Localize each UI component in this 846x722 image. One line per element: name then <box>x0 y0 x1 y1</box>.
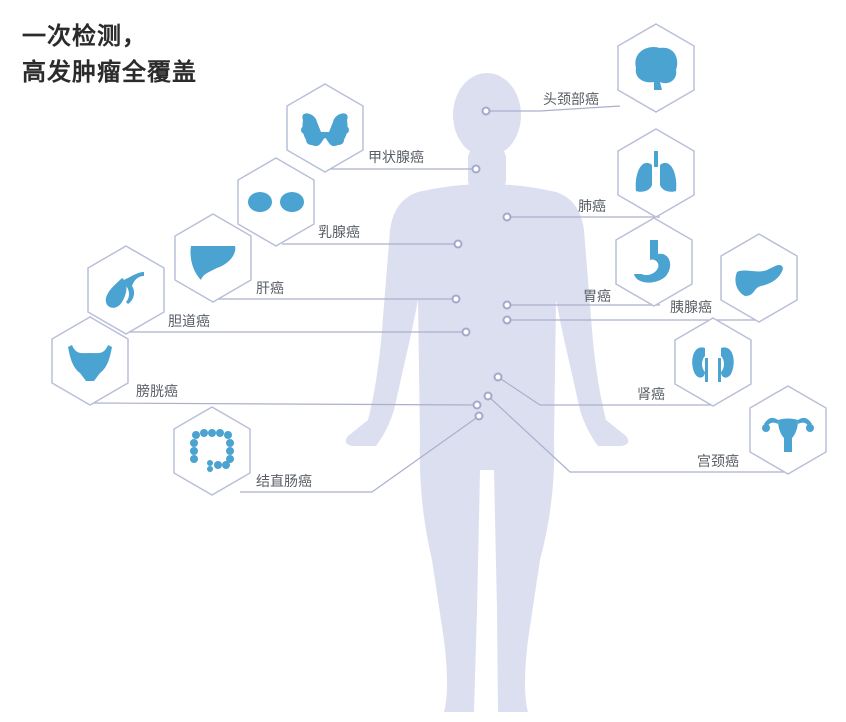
label-breast-cancer: 乳腺癌 <box>318 225 360 241</box>
breast-icon <box>248 192 304 212</box>
connector-cervix <box>487 395 790 473</box>
connector-bladder <box>91 402 478 406</box>
pancreas-icon <box>735 264 783 296</box>
hex-badge-colon <box>173 406 251 496</box>
connector-head-neck <box>486 105 621 112</box>
dot-colon <box>474 411 484 421</box>
hex-badge-kidney <box>674 317 752 407</box>
dot-thyroid <box>471 164 481 174</box>
connector-kidney <box>497 376 715 406</box>
thyroid-icon <box>301 113 349 147</box>
headline-line-1: 一次检测， <box>22 22 147 50</box>
hex-badge-pancreas <box>720 233 798 323</box>
label-colorectal-cancer: 结直肠癌 <box>256 474 312 490</box>
label-head-neck-cancer: 头颈部癌 <box>543 92 599 108</box>
hex-badge-lung <box>617 128 695 218</box>
connection-dots <box>451 106 512 421</box>
dot-pancreas <box>502 315 512 325</box>
gallbladder-icon <box>105 272 144 308</box>
connector-colon <box>240 415 480 493</box>
label-bladder-cancer: 膀胱癌 <box>136 384 178 400</box>
hex-badge-stomach <box>615 217 693 307</box>
headline: 一次检测， 高发肿瘤全覆盖 <box>22 18 197 90</box>
brain-icon <box>635 46 678 90</box>
label-biliary-cancer: 胆道癌 <box>168 314 210 330</box>
label-liver-cancer: 肝癌 <box>256 281 284 297</box>
hex-badge-thyroid <box>286 83 364 173</box>
dot-breast <box>453 239 463 249</box>
dot-cervix <box>483 391 493 401</box>
label-thyroid-cancer: 甲状腺癌 <box>368 150 424 166</box>
stomach-icon <box>634 240 671 283</box>
kidneys-icon <box>692 347 734 382</box>
dot-liver <box>451 294 461 304</box>
hex-badge-bladder <box>51 316 129 406</box>
hex-badge-breast <box>237 157 315 247</box>
hexagon-badges <box>51 23 827 496</box>
hex-badge-gallbladder <box>87 245 165 335</box>
lungs-icon <box>635 151 677 192</box>
dot-kidney <box>493 372 503 382</box>
label-kidney-cancer: 肾癌 <box>637 387 665 403</box>
label-cervical-cancer: 宫颈癌 <box>697 454 739 470</box>
label-lung-cancer: 肺癌 <box>578 199 606 215</box>
headline-line-2: 高发肿瘤全覆盖 <box>22 58 197 86</box>
dot-stomach <box>502 300 512 310</box>
dot-head-neck <box>481 106 491 116</box>
label-pancreatic-cancer: 胰腺癌 <box>670 300 712 316</box>
colon-icon <box>190 429 234 472</box>
dot-lung <box>502 212 512 222</box>
hex-badge-cervix <box>749 385 827 475</box>
liver-icon <box>190 246 236 280</box>
dot-bladder <box>472 400 482 410</box>
dot-gallbladder <box>461 327 471 337</box>
hex-badge-liver <box>174 213 252 303</box>
label-stomach-cancer: 胃癌 <box>583 289 611 305</box>
bladder-icon <box>68 345 112 381</box>
uterus-icon <box>762 417 814 452</box>
hex-badge-head-neck <box>617 23 695 113</box>
